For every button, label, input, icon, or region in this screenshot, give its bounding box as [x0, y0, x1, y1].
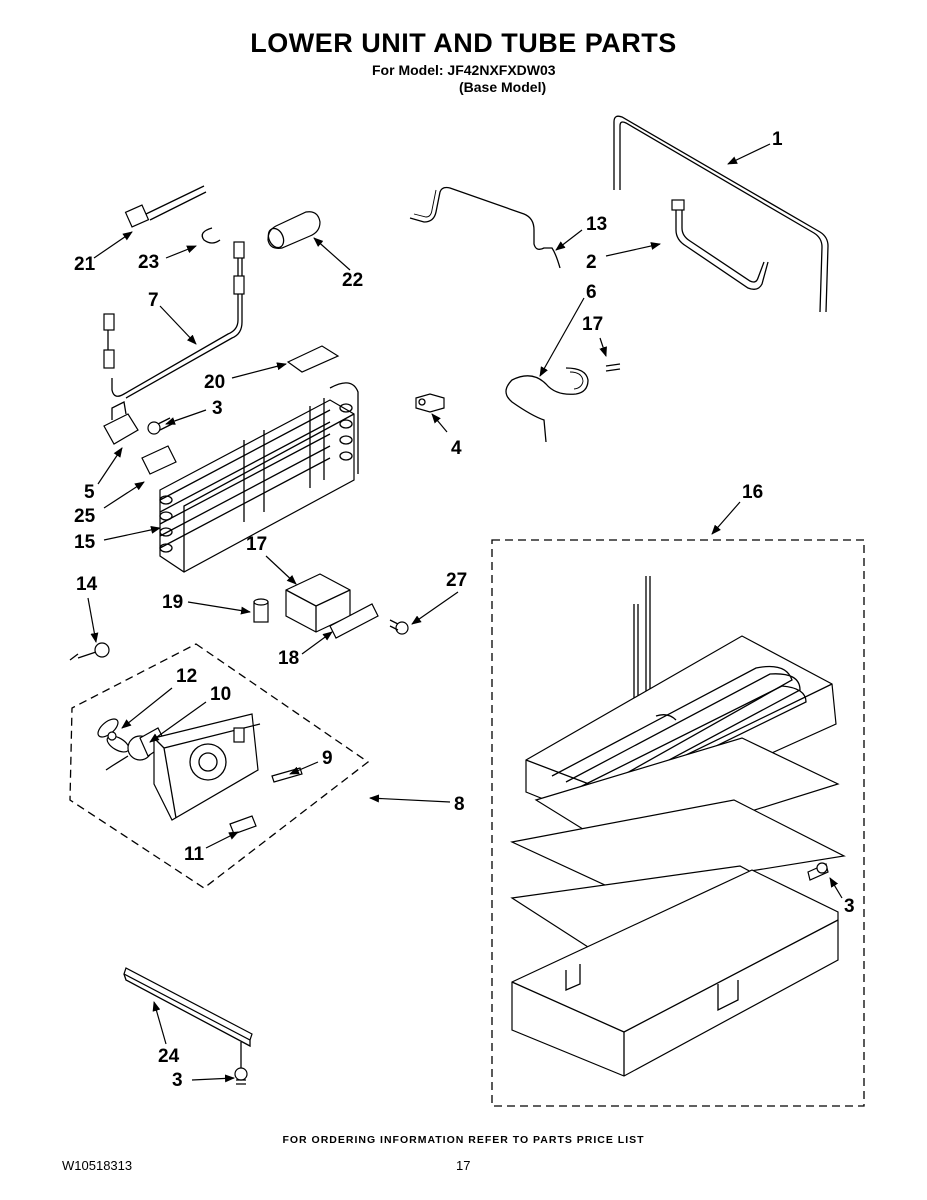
part-17-cover-box — [285, 573, 351, 633]
part-2-tube — [671, 199, 769, 290]
part-22-foam — [267, 211, 321, 249]
part-5-bracket — [103, 401, 139, 445]
base-model-label: (Base Model) — [459, 79, 547, 95]
part-9-bracket — [271, 767, 303, 783]
document-number: W10518313 — [62, 1158, 133, 1173]
part-27-screw — [389, 619, 409, 635]
callout-15: 15 — [74, 532, 96, 553]
part-20-pad — [286, 345, 340, 373]
part-16-insulation-sheet-2 — [510, 799, 846, 893]
callout-27: 27 — [446, 570, 467, 591]
callout-18: 18 — [278, 648, 299, 669]
callout-3-top: 3 — [212, 398, 223, 419]
callout-3-pan: 3 — [844, 896, 855, 917]
callout-3-bottom: 3 — [172, 1070, 183, 1091]
callout-19: 19 — [162, 592, 183, 613]
part-8-fan-housing — [153, 713, 261, 821]
part-8-assembly-boundary — [69, 643, 370, 889]
part-7-wire-harness — [103, 241, 245, 399]
callout-20: 20 — [204, 372, 225, 393]
callout-2: 2 — [586, 252, 597, 273]
part-17-clip-top — [605, 363, 621, 372]
part-18-plate — [329, 603, 379, 639]
callout-24: 24 — [158, 1046, 180, 1067]
ordering-info-note: FOR ORDERING INFORMATION REFER TO PARTS … — [282, 1134, 645, 1146]
part-3-screw-pan — [807, 862, 829, 881]
part-6-tube — [505, 367, 589, 443]
part-19-cylinder — [253, 598, 269, 623]
part-16-assembly-boundary — [491, 539, 865, 1107]
callout-10: 10 — [210, 684, 231, 705]
callout-8: 8 — [454, 794, 465, 815]
part-25-pad — [141, 445, 177, 475]
callout-11: 11 — [184, 844, 205, 865]
model-line: For Model: JF42NXFXDW03 — [372, 62, 556, 78]
callout-23: 23 — [138, 252, 159, 273]
callout-7: 7 — [148, 290, 159, 311]
leader-lines — [87, 143, 843, 1083]
part-15-evaporator — [159, 382, 359, 573]
part-3-screw-top — [147, 417, 173, 435]
part-4-clip — [415, 393, 445, 413]
part-12-fan-blade — [97, 718, 130, 753]
callout-numbers: 1 2 13 6 17 4 21 23 22 7 20 3 5 25 15 17… — [74, 129, 855, 1091]
part-23-clip — [201, 227, 221, 244]
part-21-cable-tie — [124, 185, 207, 228]
callout-16: 16 — [742, 482, 763, 503]
part-14-thermistor — [69, 642, 110, 661]
part-24-strip — [123, 967, 253, 1048]
page-number: 17 — [456, 1158, 471, 1173]
callout-21: 21 — [74, 254, 96, 275]
model-subtitle: For Model: JF42NXFXDW03 (Base Model) — [372, 62, 556, 96]
callout-17-top: 17 — [582, 314, 603, 335]
callout-9: 9 — [322, 748, 333, 769]
callout-13: 13 — [586, 214, 607, 235]
part-1-tube — [613, 115, 829, 313]
part-13-tube — [409, 186, 561, 269]
callout-4: 4 — [451, 438, 462, 459]
callout-25: 25 — [74, 506, 96, 527]
callout-17-box: 17 — [246, 534, 267, 555]
part-11-clip — [229, 815, 257, 835]
part-3-screw-bottom — [234, 1042, 248, 1085]
callout-12: 12 — [176, 666, 197, 687]
callout-14: 14 — [76, 574, 98, 595]
page-title: LOWER UNIT AND TUBE PARTS — [250, 28, 677, 58]
callout-1: 1 — [772, 129, 783, 150]
callout-22: 22 — [342, 270, 363, 291]
callout-5: 5 — [84, 482, 95, 503]
part-16-heater-leads — [633, 576, 651, 700]
callout-6: 6 — [586, 282, 597, 303]
part-16-bottom-pan — [511, 869, 839, 1077]
